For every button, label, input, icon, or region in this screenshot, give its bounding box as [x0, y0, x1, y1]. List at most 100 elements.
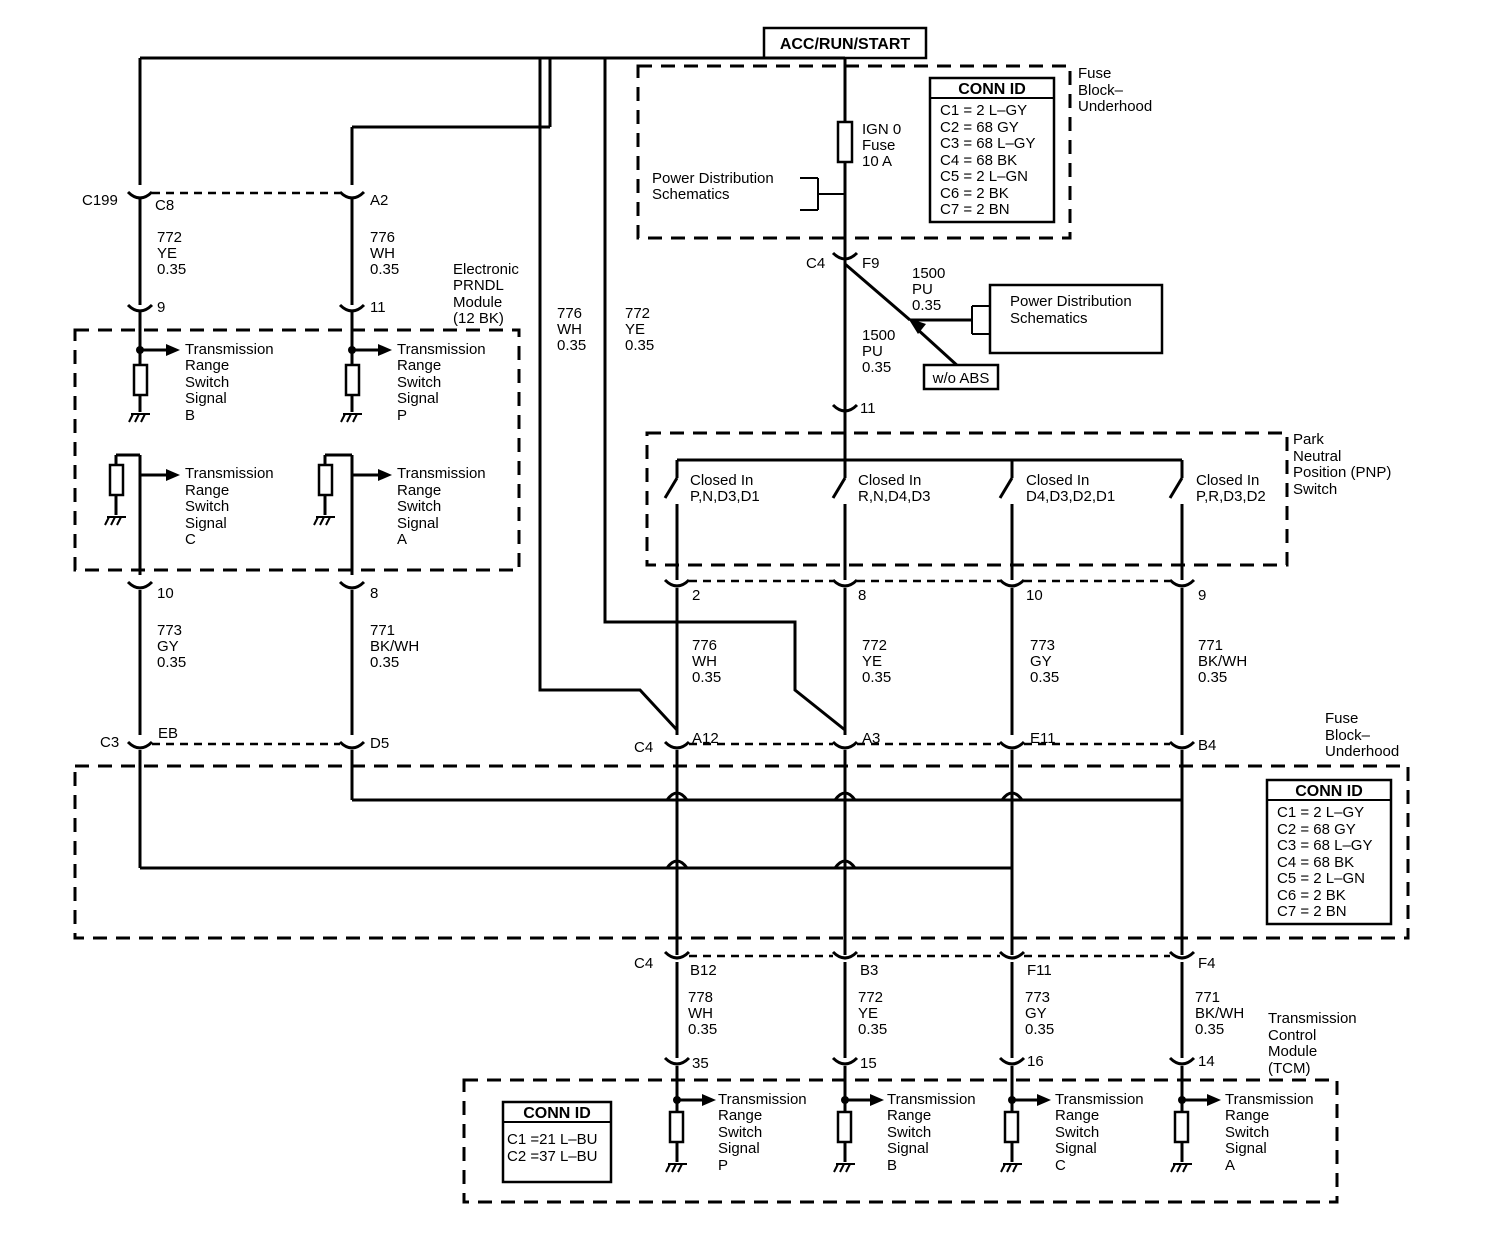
svg-text:10: 10 — [157, 585, 174, 602]
svg-text:B12: B12 — [690, 962, 717, 979]
fuse-block-internal-wiring — [138, 750, 1184, 955]
prndl-signal-c: Transmission Range Switch Signal C — [104, 453, 274, 575]
svg-text:A12: A12 — [692, 730, 719, 747]
svg-text:11: 11 — [860, 400, 876, 417]
svg-text:8: 8 — [858, 587, 866, 604]
svg-text:EB: EB — [158, 725, 178, 742]
svg-text:B3: B3 — [860, 962, 878, 979]
svg-text:Transmission Range: Transmission Range Switch Signal B — [887, 1091, 980, 1174]
prndl-module: Electronic PRNDL Module (12 BK) — [73, 261, 523, 572]
connector-c199: C199 C8 A2 — [82, 190, 388, 214]
wire-772-mid-label: 772 YE 0.35 — [625, 305, 654, 354]
wo-abs-box: w/o ABS — [922, 363, 1000, 391]
svg-text:8: 8 — [370, 585, 378, 602]
tcm-signal-c: Transmission Range Switch Signal C — [1000, 1066, 1148, 1174]
svg-text:A3: A3 — [862, 730, 880, 747]
wire-771-low-label: 771 BK/WH 0.35 — [1195, 989, 1248, 1038]
svg-text:C4: C4 — [806, 255, 825, 272]
svg-text:D5: D5 — [370, 735, 389, 752]
svg-text:35: 35 — [692, 1055, 709, 1072]
svg-text:16: 16 — [1027, 1053, 1044, 1070]
svg-text:w/o ABS: w/o ABS — [932, 370, 990, 387]
svg-text:2: 2 — [692, 587, 700, 604]
svg-text:Transmission Range: Transmission Range Switch Signal A — [1225, 1091, 1318, 1174]
connector-c4-low-row: C4 B12 B3 F11 F4 — [634, 950, 1216, 979]
fuse-block-top: Fuse Block– Underhood — [636, 64, 1152, 240]
prndl-pins-top: 9 11 — [126, 299, 386, 316]
prndl-module-label: Electronic PRNDL Module (12 BK) — [453, 261, 523, 327]
wire-773-pnp-label: 773 GY 0.35 — [1030, 637, 1059, 686]
wire-773-left-label: 773 GY 0.35 — [157, 622, 186, 671]
tcm-module: Transmission Control Module (TCM) — [462, 1010, 1361, 1204]
svg-text:Closed InP,R,D3,D2: Closed InP,R,D3,D2 — [1196, 472, 1266, 505]
conn-id-table-top: CONN ID C1 = 2 L–GY C2 = 68 GY C3 = 68 L… — [928, 76, 1056, 224]
connector-c3-c4-row: C3 EB D5 C4 A12 A3 E11 B4 — [100, 725, 1216, 756]
svg-text:Closed InP,N,D3,D1: Closed InP,N,D3,D1 — [690, 472, 760, 505]
wire-1500-branch — [844, 262, 911, 322]
fuse-block-low-label: Fuse Block– Underhood — [1325, 710, 1399, 760]
wire-772-low-label: 772 YE 0.35 — [858, 989, 887, 1038]
svg-text:Transmission Range: Transmission Range Switch Signal P — [718, 1091, 811, 1174]
svg-text:15: 15 — [860, 1055, 877, 1072]
svg-text:C4: C4 — [634, 739, 653, 756]
wire-776-mid-label: 776 WH 0.35 — [557, 305, 586, 354]
svg-text:B4: B4 — [1198, 737, 1216, 754]
tcm-label: Transmission Control Module (TCM) — [1268, 1010, 1361, 1077]
svg-text:C3: C3 — [100, 734, 119, 751]
wire-776-top-label: 776 WH 0.35 — [370, 229, 399, 278]
svg-text:F11: F11 — [1027, 962, 1052, 979]
wire-771-left-label: 771 BK/WH 0.35 — [370, 622, 423, 671]
svg-text:CONN ID: CONN ID — [523, 1105, 591, 1122]
svg-text:CONN ID: CONN ID — [1295, 783, 1363, 800]
tcm-pins: 35 15 16 14 — [663, 1053, 1215, 1072]
power-source: ACC/RUN/START — [762, 26, 928, 60]
svg-text:9: 9 — [1198, 587, 1206, 604]
prndl-signal-b: Transmission Range Switch Signal B — [128, 341, 278, 424]
svg-text:Closed InR,N,D4,D3: Closed InR,N,D4,D3 — [858, 472, 931, 505]
svg-text:F4: F4 — [1198, 955, 1216, 972]
svg-text:Transmission Range: Transmission Range Switch Signal P — [397, 341, 490, 424]
svg-text:11: 11 — [370, 299, 386, 316]
svg-text:14: 14 — [1198, 1053, 1215, 1070]
wire-1500-a-label: 1500 PU 0.35 — [912, 265, 950, 314]
fuse-block-low: Fuse Block– Underhood — [73, 710, 1410, 940]
power-dist-left-ref: Power Distribution Schematics — [652, 170, 845, 211]
conn-id-table-low: CONN ID C1 = 2 L–GY C2 = 68 GY C3 = 68 L… — [1265, 778, 1393, 926]
fuse-block-top-label: Fuse Block– Underhood — [1078, 65, 1152, 115]
svg-text:Transmission Range: Transmission Range Switch Signal A — [397, 465, 490, 548]
conn-id-top-rows: C1 = 2 L–GY C2 = 68 GY C3 = 68 L–GY C4 =… — [940, 102, 1039, 218]
wire-776-pnp-label: 776 WH 0.35 — [692, 637, 721, 686]
tcm-signal-a: Transmission Range Switch Signal A — [1170, 1066, 1318, 1174]
svg-text:C4: C4 — [634, 955, 653, 972]
wire-773-low-label: 773 GY 0.35 — [1025, 989, 1054, 1038]
conn-id-table-tcm: CONN ID C1 =21 L–BU C2 =37 L–BU — [501, 1100, 613, 1184]
prndl-signal-a: Transmission Range Switch Signal A — [313, 453, 490, 575]
svg-text:A2: A2 — [370, 192, 388, 209]
pnp-switch-label: Park Neutral Position (PNP) Switch — [1293, 431, 1396, 498]
pnp-switch: Park Neutral Position (PNP) Switch — [645, 431, 1396, 567]
wire-772-top-label: 772 YE 0.35 — [157, 229, 186, 278]
svg-text:C1 = 2 L–GY C2 = 68 GY: C1 = 2 L–GY C2 = 68 GY C3 = 68 L–GY C4 =… — [1277, 804, 1376, 920]
power-dist-right-label: Power Distribution Schematics — [1010, 293, 1136, 327]
connector-c4-f9: C4 F9 — [806, 246, 880, 272]
svg-text:F9: F9 — [862, 255, 880, 272]
svg-text:E11: E11 — [1030, 730, 1056, 747]
wire-778-low-label: 778 WH 0.35 — [688, 989, 717, 1038]
wire-772-pnp-label: 772 YE 0.35 — [862, 637, 891, 686]
svg-text:9: 9 — [157, 299, 165, 316]
svg-text:C199: C199 — [82, 192, 118, 209]
conn-id-top-title: CONN ID — [958, 81, 1026, 98]
svg-text:Transmission Range: Transmission Range Switch Signal C — [1055, 1091, 1148, 1174]
wire-772-crossover — [603, 58, 846, 732]
power-dist-right-ref: Power Distribution Schematics — [988, 283, 1164, 355]
svg-text:Transmission Range: Transmission Range Switch Signal B — [185, 341, 278, 424]
fuse-label: IGN 0 Fuse 10 A — [862, 121, 905, 170]
power-dist-left-label: Power Distribution Schematics — [652, 170, 778, 203]
wire-771-pnp-label: 771 BK/WH 0.35 — [1198, 637, 1251, 686]
